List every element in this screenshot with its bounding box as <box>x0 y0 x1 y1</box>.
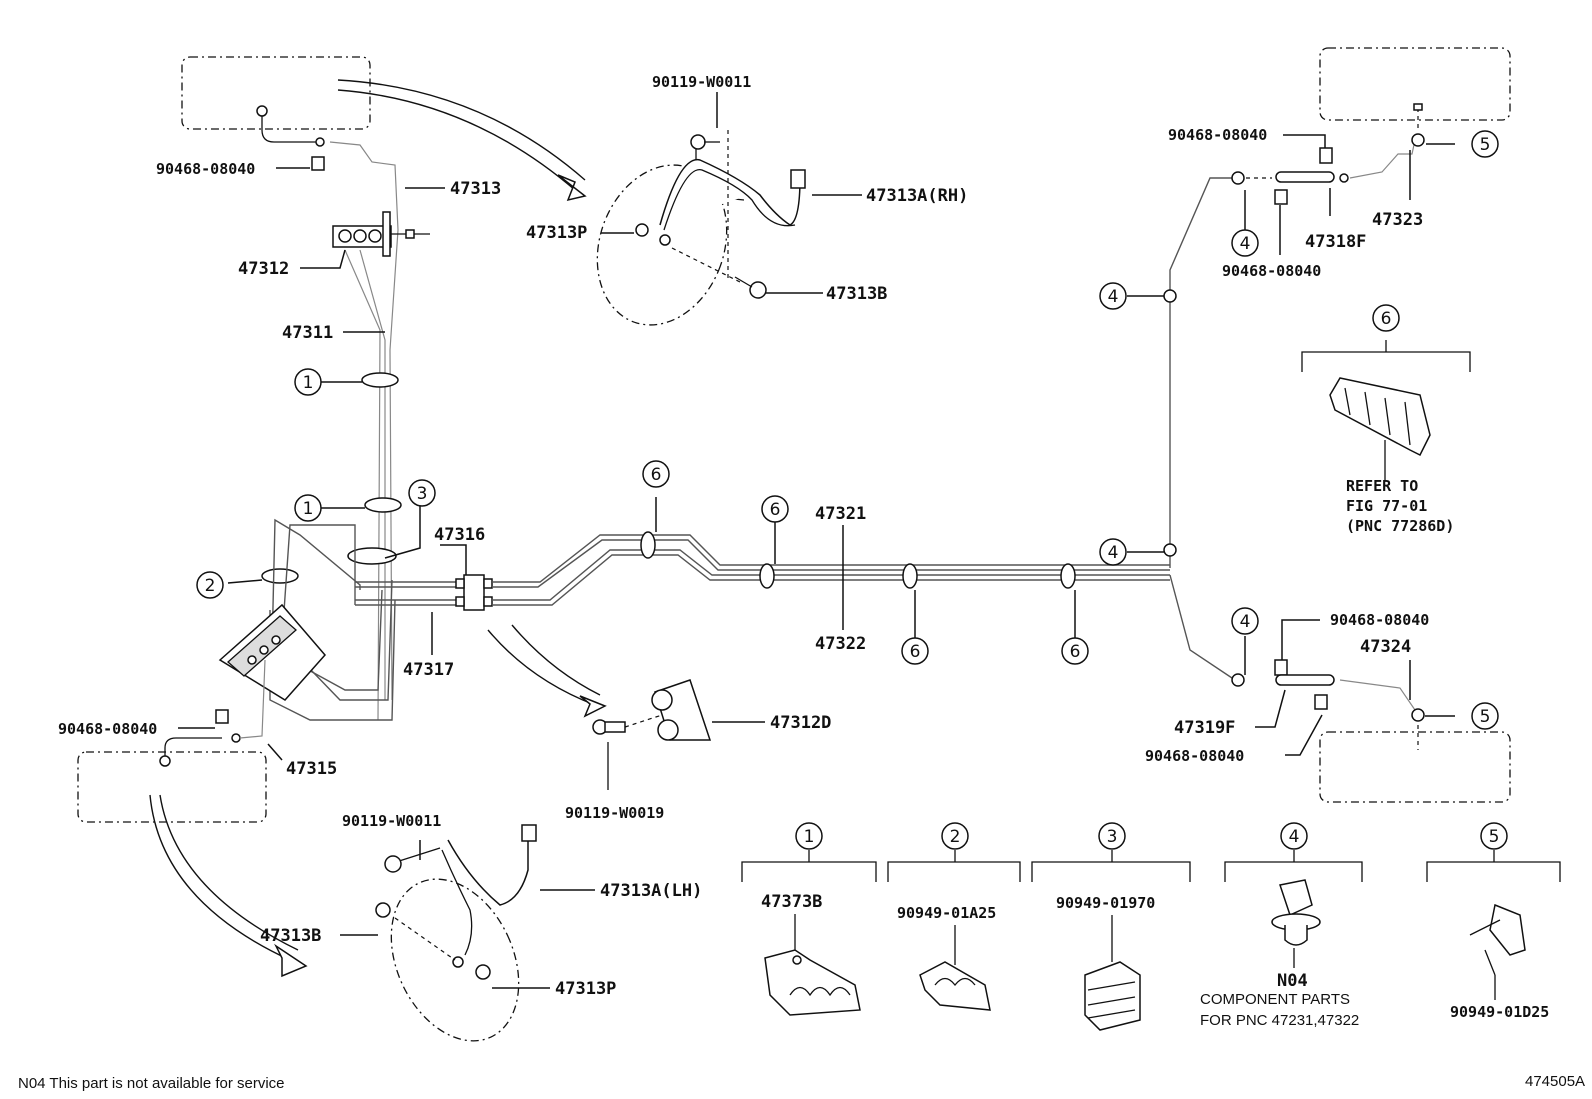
legend-5-label[interactable]: 90949-01D25 <box>1450 1003 1549 1021</box>
label-47322[interactable]: 47322 <box>815 634 866 654</box>
callout-1-a: 1 <box>294 368 322 396</box>
svg-text:5: 5 <box>1489 827 1500 847</box>
label-47324[interactable]: 47324 <box>1360 637 1411 657</box>
legend-callout-5: 5 <box>1480 822 1508 850</box>
svg-text:6: 6 <box>770 500 781 520</box>
clip-n04-icon <box>1271 879 1321 946</box>
main-brake-lines <box>492 171 1245 687</box>
clamp-90949-01a25-icon <box>919 961 991 1011</box>
figure-id: 474505A <box>1525 1073 1585 1090</box>
label-90119-w0011-bot[interactable]: 90119-W0011 <box>342 812 441 830</box>
legend-1-label[interactable]: 47373B <box>761 892 822 912</box>
rear-rh-region <box>1246 47 1511 205</box>
label-47313a-rh[interactable]: 47313A(RH) <box>866 186 968 206</box>
callout-2: 2 <box>196 571 224 599</box>
label-47313[interactable]: 47313 <box>450 179 501 199</box>
abs-actuator-icon <box>218 603 326 701</box>
legend-row <box>741 850 1561 1031</box>
front-lh-hose-assembly <box>375 824 537 1042</box>
legend-3-label[interactable]: 90949-01970 <box>1056 894 1155 912</box>
label-90119-w0019[interactable]: 90119-W0019 <box>565 804 664 822</box>
label-90468-08040-br1[interactable]: 90468-08040 <box>1330 611 1429 629</box>
callout-6-b: 6 <box>761 495 789 523</box>
legend-2-label[interactable]: 90949-01A25 <box>897 904 996 922</box>
label-90468-08040-br2[interactable]: 90468-08040 <box>1145 747 1244 765</box>
svg-text:1: 1 <box>804 827 815 847</box>
svg-text:5: 5 <box>1480 707 1491 727</box>
legend-4-note-1: COMPONENT PARTS <box>1200 991 1350 1008</box>
label-47316[interactable]: 47316 <box>434 525 485 545</box>
label-47321[interactable]: 47321 <box>815 504 866 524</box>
callout-4-c: 4 <box>1231 229 1259 257</box>
svg-text:6: 6 <box>910 642 921 662</box>
label-47312[interactable]: 47312 <box>238 259 289 279</box>
callout-4-a: 4 <box>1099 282 1127 310</box>
legend-callout-3: 3 <box>1098 822 1126 850</box>
label-47323[interactable]: 47323 <box>1372 210 1423 230</box>
callout-5-b: 5 <box>1471 702 1499 730</box>
legend-callout-2: 2 <box>941 822 969 850</box>
label-90468-08040-ml[interactable]: 90468-08040 <box>58 720 157 738</box>
label-47313b-top[interactable]: 47313B <box>826 284 887 304</box>
callout-3: 3 <box>408 479 436 507</box>
svg-text:4: 4 <box>1289 827 1300 847</box>
front-rh-hose-assembly <box>596 130 806 326</box>
callout-5-a: 5 <box>1471 130 1499 158</box>
svg-text:4: 4 <box>1108 543 1119 563</box>
clip-90949-01d25-icon <box>1469 903 1526 976</box>
svg-text:6: 6 <box>1381 309 1392 329</box>
svg-text:2: 2 <box>950 827 961 847</box>
svg-text:4: 4 <box>1240 234 1251 254</box>
label-47315[interactable]: 47315 <box>286 759 337 779</box>
label-90468-08040-tr2[interactable]: 90468-08040 <box>1222 262 1321 280</box>
svg-text:4: 4 <box>1240 612 1251 632</box>
label-47311[interactable]: 47311 <box>282 323 333 343</box>
clip-47373b-icon <box>764 949 861 1016</box>
label-47319f[interactable]: 47319F <box>1174 718 1235 738</box>
label-90468-08040-tr1[interactable]: 90468-08040 <box>1168 126 1267 144</box>
svg-text:1: 1 <box>303 499 314 519</box>
rear-lh-region <box>1274 659 1511 803</box>
legend-callout-1: 1 <box>795 822 823 850</box>
svg-text:2: 2 <box>205 576 216 596</box>
legend-4-note-2: FOR PNC 47231,47322 <box>1200 1012 1359 1029</box>
label-47318f[interactable]: 47318F <box>1305 232 1366 252</box>
legend-4-label[interactable]: N04 <box>1277 971 1308 991</box>
label-47317[interactable]: 47317 <box>403 660 454 680</box>
label-47313a-lh[interactable]: 47313A(LH) <box>600 881 702 901</box>
callout-6-a: 6 <box>642 460 670 488</box>
callout-6-d: 6 <box>1061 637 1089 665</box>
part-labels: 90119-W0011 47313A(RH) 47313P 47313B 904… <box>18 73 1585 1092</box>
label-47313p-top[interactable]: 47313P <box>526 223 587 243</box>
svg-text:6: 6 <box>651 465 662 485</box>
label-47313p-bot[interactable]: 47313P <box>555 979 616 999</box>
legend-callout-4: 4 <box>1280 822 1308 850</box>
footer-note: N04 This part is not available for servi… <box>18 1075 285 1092</box>
label-90119-w0011-top[interactable]: 90119-W0011 <box>652 73 751 91</box>
refer-line-3: (PNC 77286D) <box>1346 517 1454 535</box>
label-47313b-bot[interactable]: 47313B <box>260 926 321 946</box>
clamp-6-illustration <box>1301 340 1471 480</box>
svg-text:5: 5 <box>1480 135 1491 155</box>
svg-text:3: 3 <box>1107 827 1118 847</box>
master-cylinder-region <box>77 56 587 978</box>
callout-4-b: 4 <box>1099 538 1127 566</box>
callout-6-c: 6 <box>901 637 929 665</box>
label-90468-08040-tl[interactable]: 90468-08040 <box>156 160 255 178</box>
callout-6-e: 6 <box>1372 304 1400 332</box>
refer-line-1: REFER TO <box>1346 477 1418 495</box>
leader-lines <box>178 92 1455 989</box>
callouts: 1 1 3 2 6 6 6 6 6 4 4 4 4 5 5 1 2 3 4 5 <box>196 130 1508 850</box>
clamp-90949-01970-icon <box>1084 961 1141 1031</box>
svg-text:4: 4 <box>1108 287 1119 307</box>
svg-text:3: 3 <box>417 484 428 504</box>
callout-1-b: 1 <box>294 494 322 522</box>
svg-text:1: 1 <box>303 373 314 393</box>
label-47312d[interactable]: 47312D <box>770 713 831 733</box>
callout-4-d: 4 <box>1231 607 1259 635</box>
bracket-47312d-icon <box>487 624 712 790</box>
svg-text:6: 6 <box>1070 642 1081 662</box>
refer-line-2: FIG 77-01 <box>1346 497 1427 515</box>
